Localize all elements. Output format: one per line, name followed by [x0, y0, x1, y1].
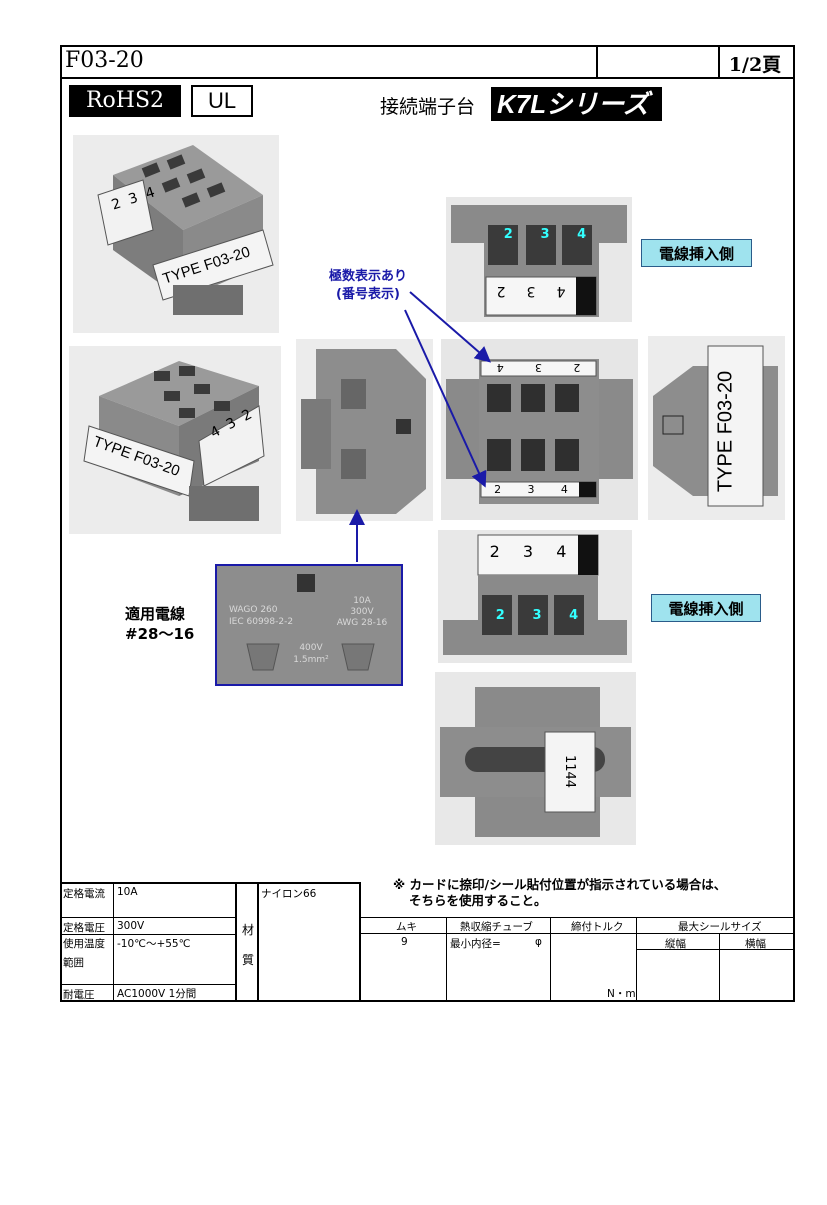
- note-line: そちらを使用すること。: [409, 893, 547, 908]
- table-line: [550, 917, 551, 1000]
- torque-label: 締付トルク: [571, 921, 624, 933]
- zoom-marking-center: 400V 1.5mm²: [289, 642, 333, 666]
- heat-shrink-value: 最小内径=: [450, 938, 501, 950]
- zoom-text: IEC 60998-2-2: [229, 617, 294, 627]
- photo-bottom: 1144: [435, 672, 636, 845]
- polarity-callout: 極数表示あり (番号表示): [318, 268, 418, 304]
- series-badge: K7Lシリーズ: [491, 87, 662, 121]
- table-line: [60, 984, 236, 985]
- table-line: [60, 934, 236, 935]
- heat-shrink-unit: φ: [535, 936, 542, 948]
- zoom-text: AWG 28-16: [336, 618, 388, 628]
- wire-insert-side-note: 電線挿入側: [641, 239, 752, 267]
- document-id: F03-20: [65, 48, 144, 73]
- header-sep-1: [596, 45, 598, 78]
- note-line: ※ カードに捺印/シール貼付位置が指示されている場合は、: [393, 877, 727, 892]
- wire-label-line: 適用電線: [125, 605, 186, 623]
- seal-width-label: 横幅: [745, 938, 766, 950]
- photo-side-type: TYPE F03-20: [648, 336, 785, 520]
- temperature-label-range: 範囲: [63, 957, 84, 969]
- zoom-marking-right: 10A 300V AWG 28-16: [327, 596, 397, 629]
- table-line: [446, 917, 447, 1000]
- material-label: 材: [242, 923, 255, 937]
- material-value: ナイロン66: [261, 888, 317, 900]
- photo-isometric-top: 2 3 4 TYPE F03-20: [73, 135, 279, 333]
- zoom-text: 300V: [350, 607, 374, 617]
- zoom-text: WAGO 260: [229, 605, 278, 615]
- header-divider: [60, 77, 795, 79]
- material-label: 質: [242, 953, 255, 967]
- header-sep-2: [718, 45, 720, 78]
- rohs-badge: RoHS2: [69, 85, 181, 117]
- marking-note: ※ カードに捺印/シール貼付位置が指示されている場合は、 そちらを使用すること。: [393, 877, 726, 909]
- zoom-text: 10A: [353, 596, 371, 606]
- series-label: 接続端子台: [380, 96, 476, 118]
- table-line: [113, 882, 114, 1000]
- rated-voltage-value: 300V: [117, 920, 145, 932]
- ul-badge: UL: [191, 85, 253, 117]
- sheet-frame: [60, 45, 795, 1002]
- table-line: [719, 933, 720, 1000]
- table-line: [235, 882, 237, 1000]
- page-number: 1/2頁: [728, 54, 782, 76]
- wire-label-line: #28～16: [125, 625, 195, 643]
- strip-length-label: ムキ: [396, 921, 417, 933]
- bottom-code: 1144: [562, 754, 578, 789]
- photo-marking-zoom: WAGO 260 IEC 60998-2-2 10A 300V AWG 28-1…: [215, 564, 403, 686]
- heat-shrink-label: 熱収縮チューブ: [460, 921, 533, 933]
- withstand-voltage-value: AC1000V 1分間: [117, 988, 197, 1000]
- temperature-value: -10℃～+55℃: [117, 938, 191, 950]
- strip-length-value: 9: [401, 936, 408, 948]
- seal-height-label: 縦幅: [665, 938, 686, 950]
- rated-current-label: 定格電流: [63, 888, 105, 900]
- callout-line: (番号表示): [336, 287, 400, 302]
- seal-size-label: 最大シールサイズ: [678, 921, 762, 933]
- table-line: [60, 917, 236, 918]
- photo-isometric-bottom: 4 3 2 TYPE F03-20: [69, 346, 281, 534]
- rated-current-value: 10A: [117, 886, 138, 898]
- table-line: [637, 949, 795, 950]
- rated-voltage-label: 定格電圧: [63, 922, 105, 934]
- callout-line: 極数表示あり: [328, 269, 407, 284]
- temperature-label: 使用温度: [63, 938, 105, 950]
- applicable-wire-label: 適用電線 #28～16: [125, 604, 194, 644]
- zoom-text: 400V: [299, 643, 323, 653]
- table-line: [359, 882, 361, 1000]
- zoom-marking-left: WAGO 260 IEC 60998-2-2: [229, 604, 293, 628]
- table-line: [360, 917, 795, 918]
- table-line: [60, 882, 360, 884]
- zoom-text: 1.5mm²: [293, 655, 329, 665]
- table-line: [360, 933, 795, 934]
- photo-side-marking: [296, 339, 433, 521]
- wire-insert-side-note: 電線挿入側: [651, 594, 761, 622]
- withstand-voltage-label: 耐電圧: [63, 989, 95, 1001]
- table-line: [636, 917, 637, 1000]
- torque-unit: N・m: [607, 988, 636, 1000]
- table-line: [257, 882, 259, 1000]
